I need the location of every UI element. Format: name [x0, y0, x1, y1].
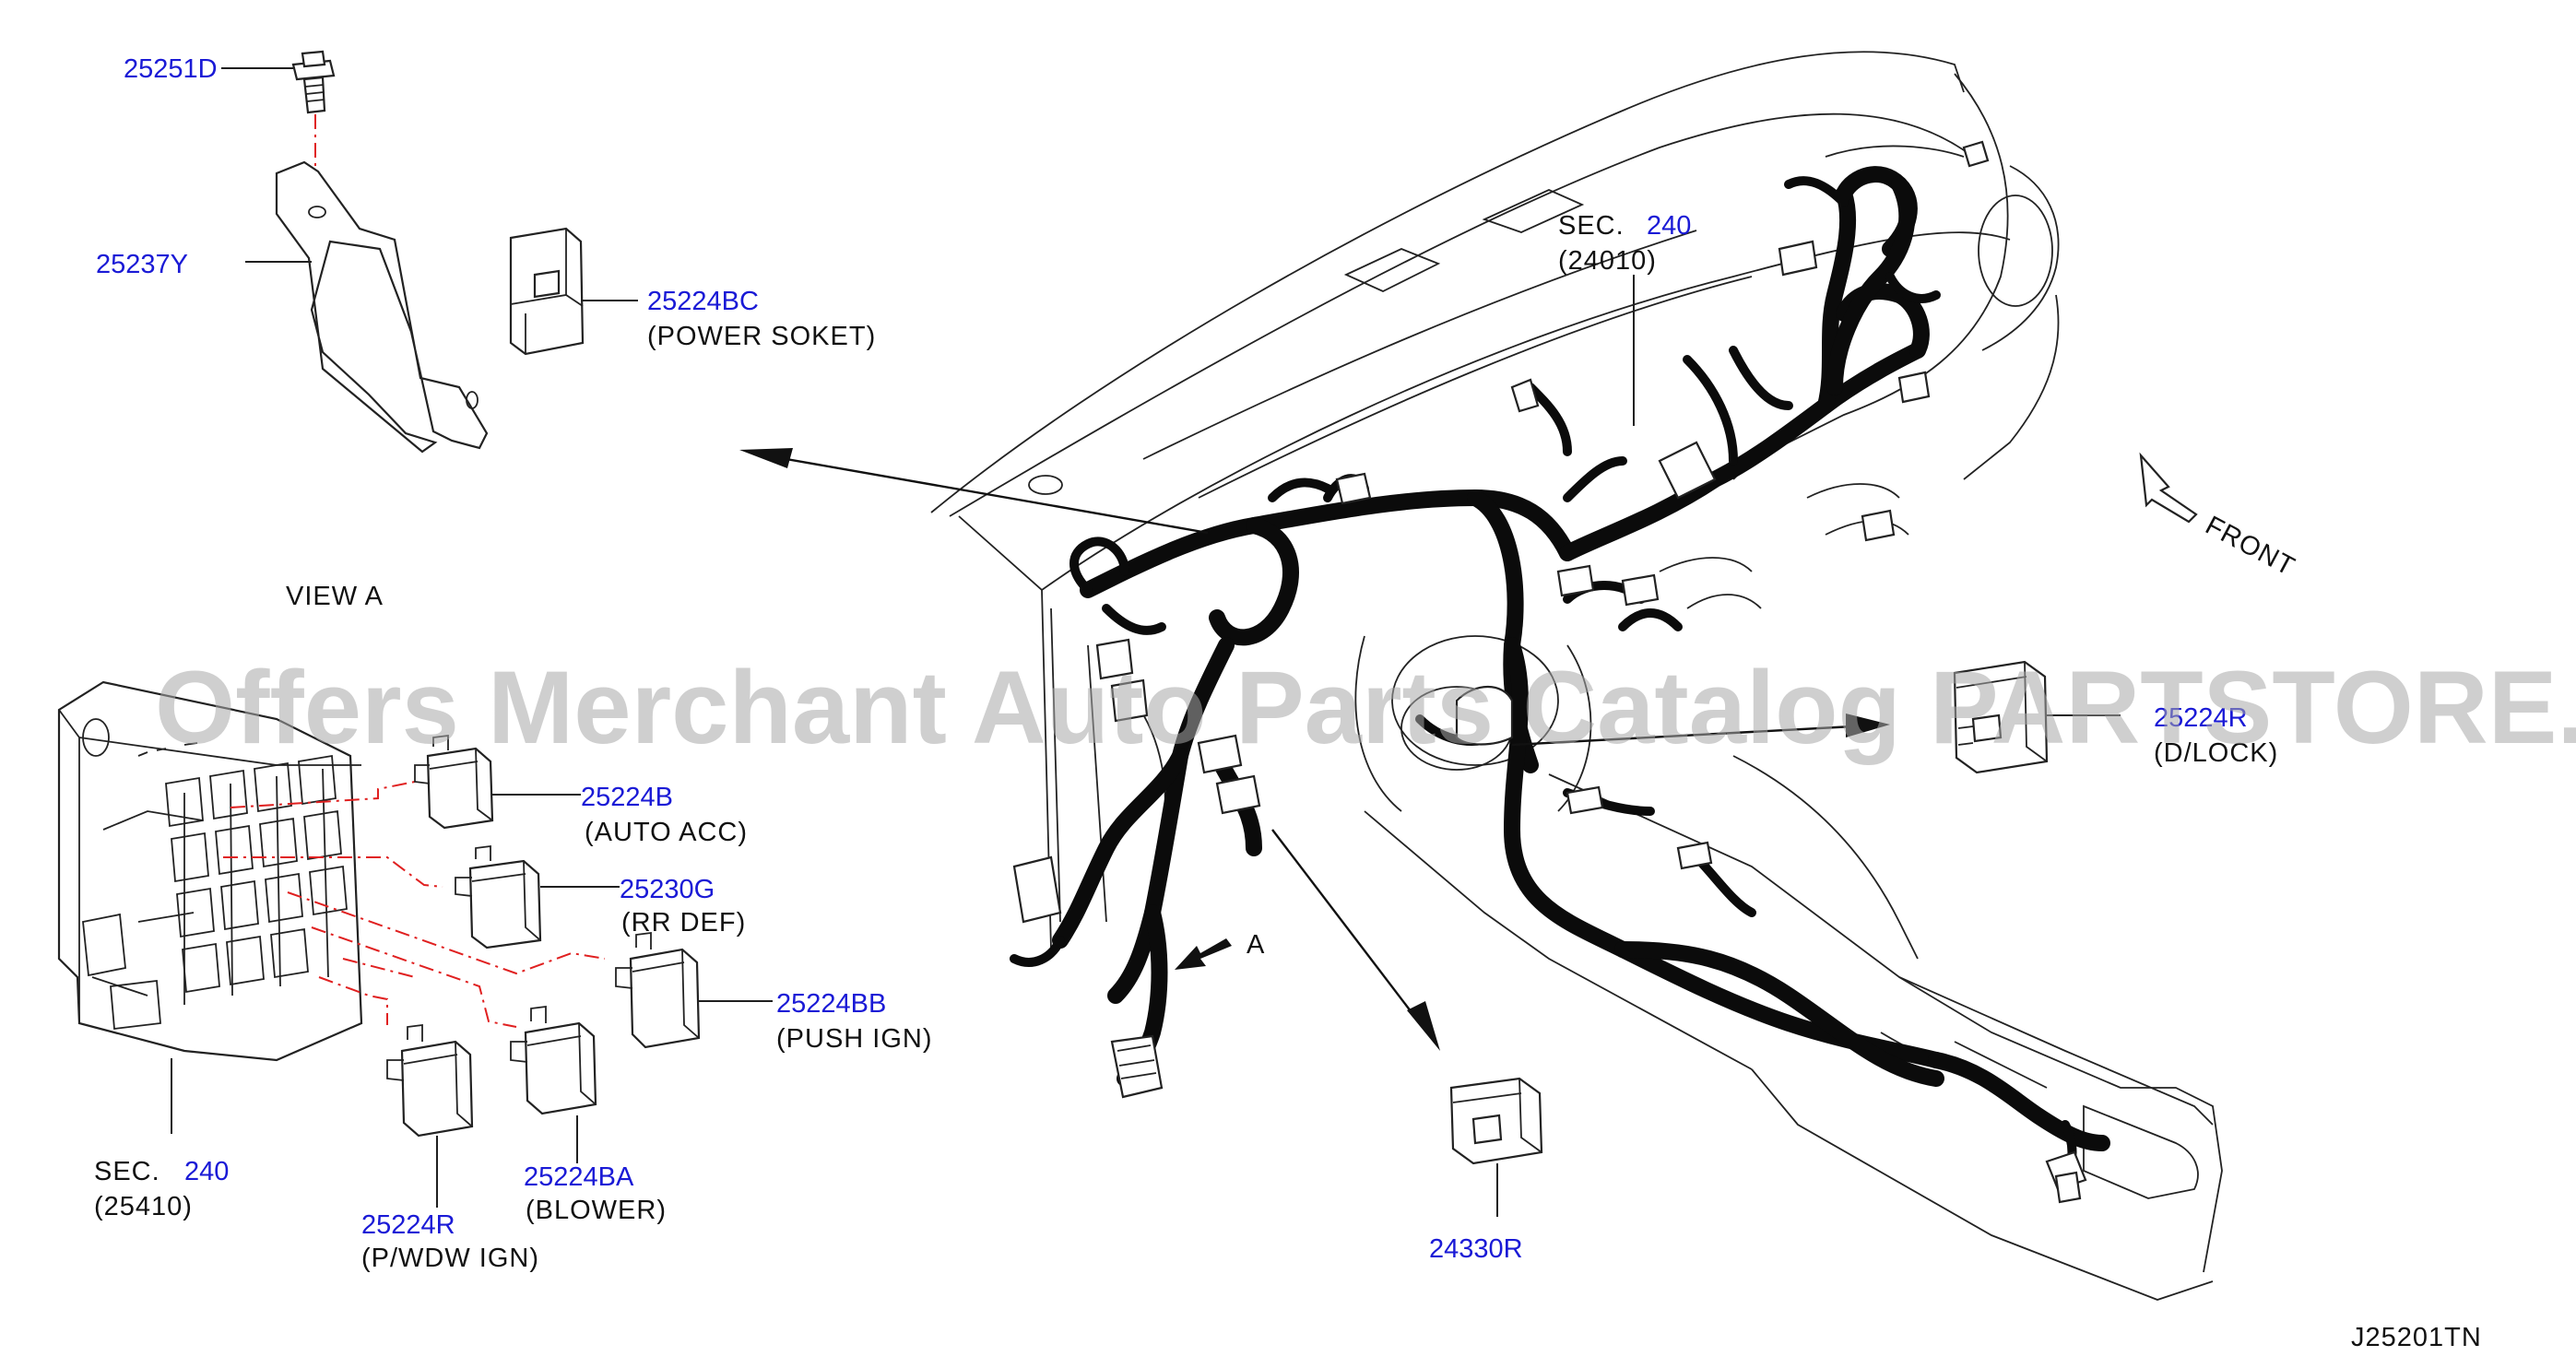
- sec-top-label: SEC.: [1558, 211, 1625, 241]
- front-arrow: [2139, 452, 2198, 524]
- relay-25224BB: [615, 931, 701, 1049]
- relay-25230G: [455, 844, 542, 949]
- part-25224BC-label[interactable]: 25224BC: [647, 287, 759, 316]
- dash-25224BB: [287, 891, 606, 975]
- sec-left-code: (25410): [94, 1192, 193, 1221]
- relay-24330R: [1449, 1077, 1543, 1165]
- diagram-reference-code: J25201TN: [2351, 1323, 2482, 1352]
- dash-extra: [342, 958, 416, 978]
- part-25230G-label[interactable]: 25230G: [620, 875, 715, 904]
- part-25224BC-desc: (POWER SOKET): [647, 322, 876, 351]
- arrow-to-d-lock: [1511, 713, 1890, 747]
- part-25224R-right-label[interactable]: 25224R: [2154, 703, 2248, 733]
- dash-25224B: [230, 781, 416, 808]
- part-25224BA-label[interactable]: 25224BA: [524, 1162, 634, 1192]
- dash-25224R-left: [318, 976, 388, 1025]
- part-25224B-label[interactable]: 25224B: [581, 783, 673, 812]
- part-24330R-label[interactable]: 24330R: [1429, 1234, 1523, 1264]
- part-25224BB-desc: (PUSH IGN): [776, 1024, 933, 1054]
- relay-25224R-left: [386, 1023, 474, 1138]
- sec-left-label: SEC.: [94, 1157, 160, 1186]
- sec-top-number[interactable]: 240: [1647, 211, 1691, 241]
- part-25224B-desc: (AUTO ACC): [585, 818, 748, 847]
- arrow-view-a: [1175, 938, 1232, 970]
- view-a-label: VIEW A: [286, 582, 384, 611]
- fuse-block-25410: [57, 680, 363, 1062]
- relay-25224BA: [510, 1005, 597, 1115]
- sec-top-code: (24010): [1558, 246, 1657, 276]
- part-25230G-desc: (RR DEF): [621, 908, 746, 938]
- relay-25224B: [414, 734, 494, 830]
- part-25224BB-label[interactable]: 25224BB: [776, 989, 886, 1019]
- main-harness-24010: [1010, 140, 2110, 1204]
- part-25224R-right-desc: (D/LOCK): [2154, 738, 2278, 768]
- part-25251D-label[interactable]: 25251D: [124, 54, 218, 84]
- view-a-arrow-label: A: [1247, 930, 1265, 960]
- dash-25224BA: [311, 926, 517, 1028]
- arrow-to-24330R: [1271, 829, 1440, 1051]
- part-25224R-left-desc: (P/WDW IGN): [361, 1244, 539, 1273]
- watermark-text: Offers Merchant Auto Parts Catalog PARTS…: [155, 650, 2576, 765]
- relay-25224BC: [509, 227, 585, 356]
- sec-left-number[interactable]: 240: [184, 1157, 229, 1186]
- part-25224BA-desc: (BLOWER): [526, 1196, 667, 1225]
- part-25224R-left-label[interactable]: 25224R: [361, 1210, 455, 1240]
- part-25237Y-label[interactable]: 25237Y: [96, 250, 188, 279]
- bracket-25237Y: [275, 160, 489, 454]
- arrow-to-bracket: [739, 448, 1209, 535]
- front-label: FRONT: [2201, 511, 2300, 582]
- dashboard-outline: [930, 51, 2223, 1301]
- bolt-25251D: [291, 50, 336, 114]
- relay-25224R-right: [1953, 660, 2049, 774]
